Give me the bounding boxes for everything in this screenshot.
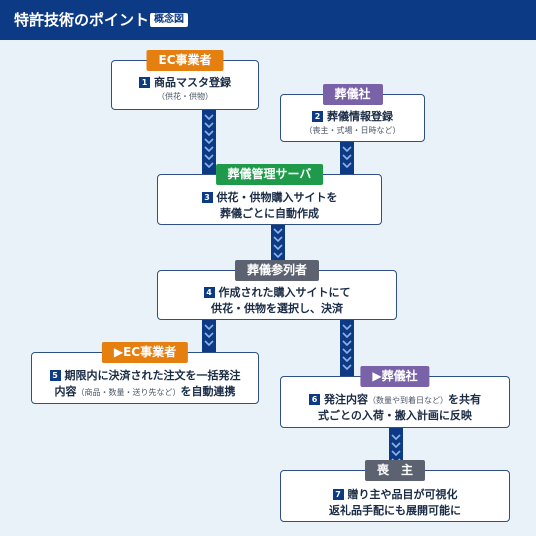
chevron-down-icon [391,442,401,448]
step-number: 1 [139,77,150,88]
step-number: 6 [309,394,320,405]
node-label: 葬儀管理サーバ [215,164,324,185]
chevron-down-icon [204,146,214,152]
node-funeral-company-share: ▶葬儀社 6 発注内容（数量や到着日など）を共有 式ごとの入荷・搬入計画に反映 [280,366,510,428]
step-title: 供花・供物購入サイトを [216,191,338,204]
concept-badge: 概念図 [150,13,188,27]
header-bar: 特許技術のポイント 概念図 [0,0,536,40]
connector-4-6 [340,320,354,376]
step-sub: （供花・供物） [157,92,213,101]
text-part: を自動連携 [180,385,236,398]
step-text: 2 葬儀情報登録 [281,109,424,124]
step-number: 5 [49,370,61,381]
step-text-line2: 内容（商品・数量・送り先など）を自動連携 [32,384,258,400]
step-number: 4 [203,287,215,298]
chevron-down-icon [273,228,283,234]
connector-4-5 [202,320,216,352]
page-title: 特許技術のポイント [14,11,150,29]
chevron-down-icon [273,236,283,242]
node-label: ▶葬儀社 [360,366,430,387]
node-label: EC事業者 [146,50,224,71]
chevron-down-icon [342,154,352,160]
chevron-down-icon [342,162,352,168]
step-number: 2 [312,111,323,122]
chevron-down-icon [204,324,214,330]
node-label: ▶EC事業者 [101,342,189,363]
step-sub: （喪主・式場・日時など） [304,126,401,135]
step-text-line2: 返礼品手配にも展開可能に [329,504,461,517]
chevron-down-icon [342,332,352,338]
step-title: 商品マスタ登録 [154,76,231,89]
chevron-down-icon [342,364,352,370]
chevron-down-icon [204,130,214,136]
chevron-down-icon [391,450,401,456]
step-number: 7 [332,489,344,500]
chevron-down-icon [204,114,214,120]
node-funeral-company: 葬儀社 2 葬儀情報登録 （喪主・式場・日時など） [280,84,425,142]
chevron-down-icon [342,340,352,346]
step-number: 3 [201,192,213,203]
chevron-down-icon [391,434,401,440]
chevron-down-icon [204,332,214,338]
connector-1-3 [202,110,216,174]
connector-3-4 [271,225,285,271]
node-ec-merchant: EC事業者 1 商品マスタ登録 （供花・供物） [111,50,259,110]
node-label: 葬儀社 [322,84,383,105]
step-title: 葬儀情報登録 [327,110,393,123]
connector-2-3 [340,142,354,174]
chevron-down-icon [273,252,283,258]
node-label: 葬儀参列者 [234,260,320,281]
chevron-down-icon [204,154,214,160]
text-part: 内容 [54,385,77,398]
chevron-down-icon [342,348,352,354]
step-text-line1: 6 発注内容（数量や到着日など）を共有 [281,392,509,408]
chevron-down-icon [204,138,214,144]
chevron-down-icon [273,244,283,250]
chevron-down-icon [204,162,214,168]
chevron-down-icon [342,146,352,152]
step-text-line2: 供花・供物を選択し、決済 [211,302,343,315]
text-part: を共有 [448,393,481,406]
step-title: 贈り主や品目が可視化 [347,488,458,501]
step-title: 作成された購入サイトにて [218,286,351,299]
step-title: 期限内に決済された注文を一括発注 [64,369,241,382]
step-text-line2: 葬儀ごとに自動作成 [220,207,319,220]
chevron-down-icon [204,122,214,128]
chevron-down-icon [342,356,352,362]
text-note: （商品・数量・送り先など） [76,388,181,397]
text-note: （数量や到着日など） [368,396,448,405]
chevron-down-icon [342,324,352,330]
step-text-line2: 式ごとの入荷・搬入計画に反映 [318,409,472,422]
step-text: 1 商品マスタ登録 [112,75,258,90]
node-label: 喪 主 [364,460,426,481]
chevron-down-icon [204,340,214,346]
text-part: 発注内容 [324,393,368,406]
